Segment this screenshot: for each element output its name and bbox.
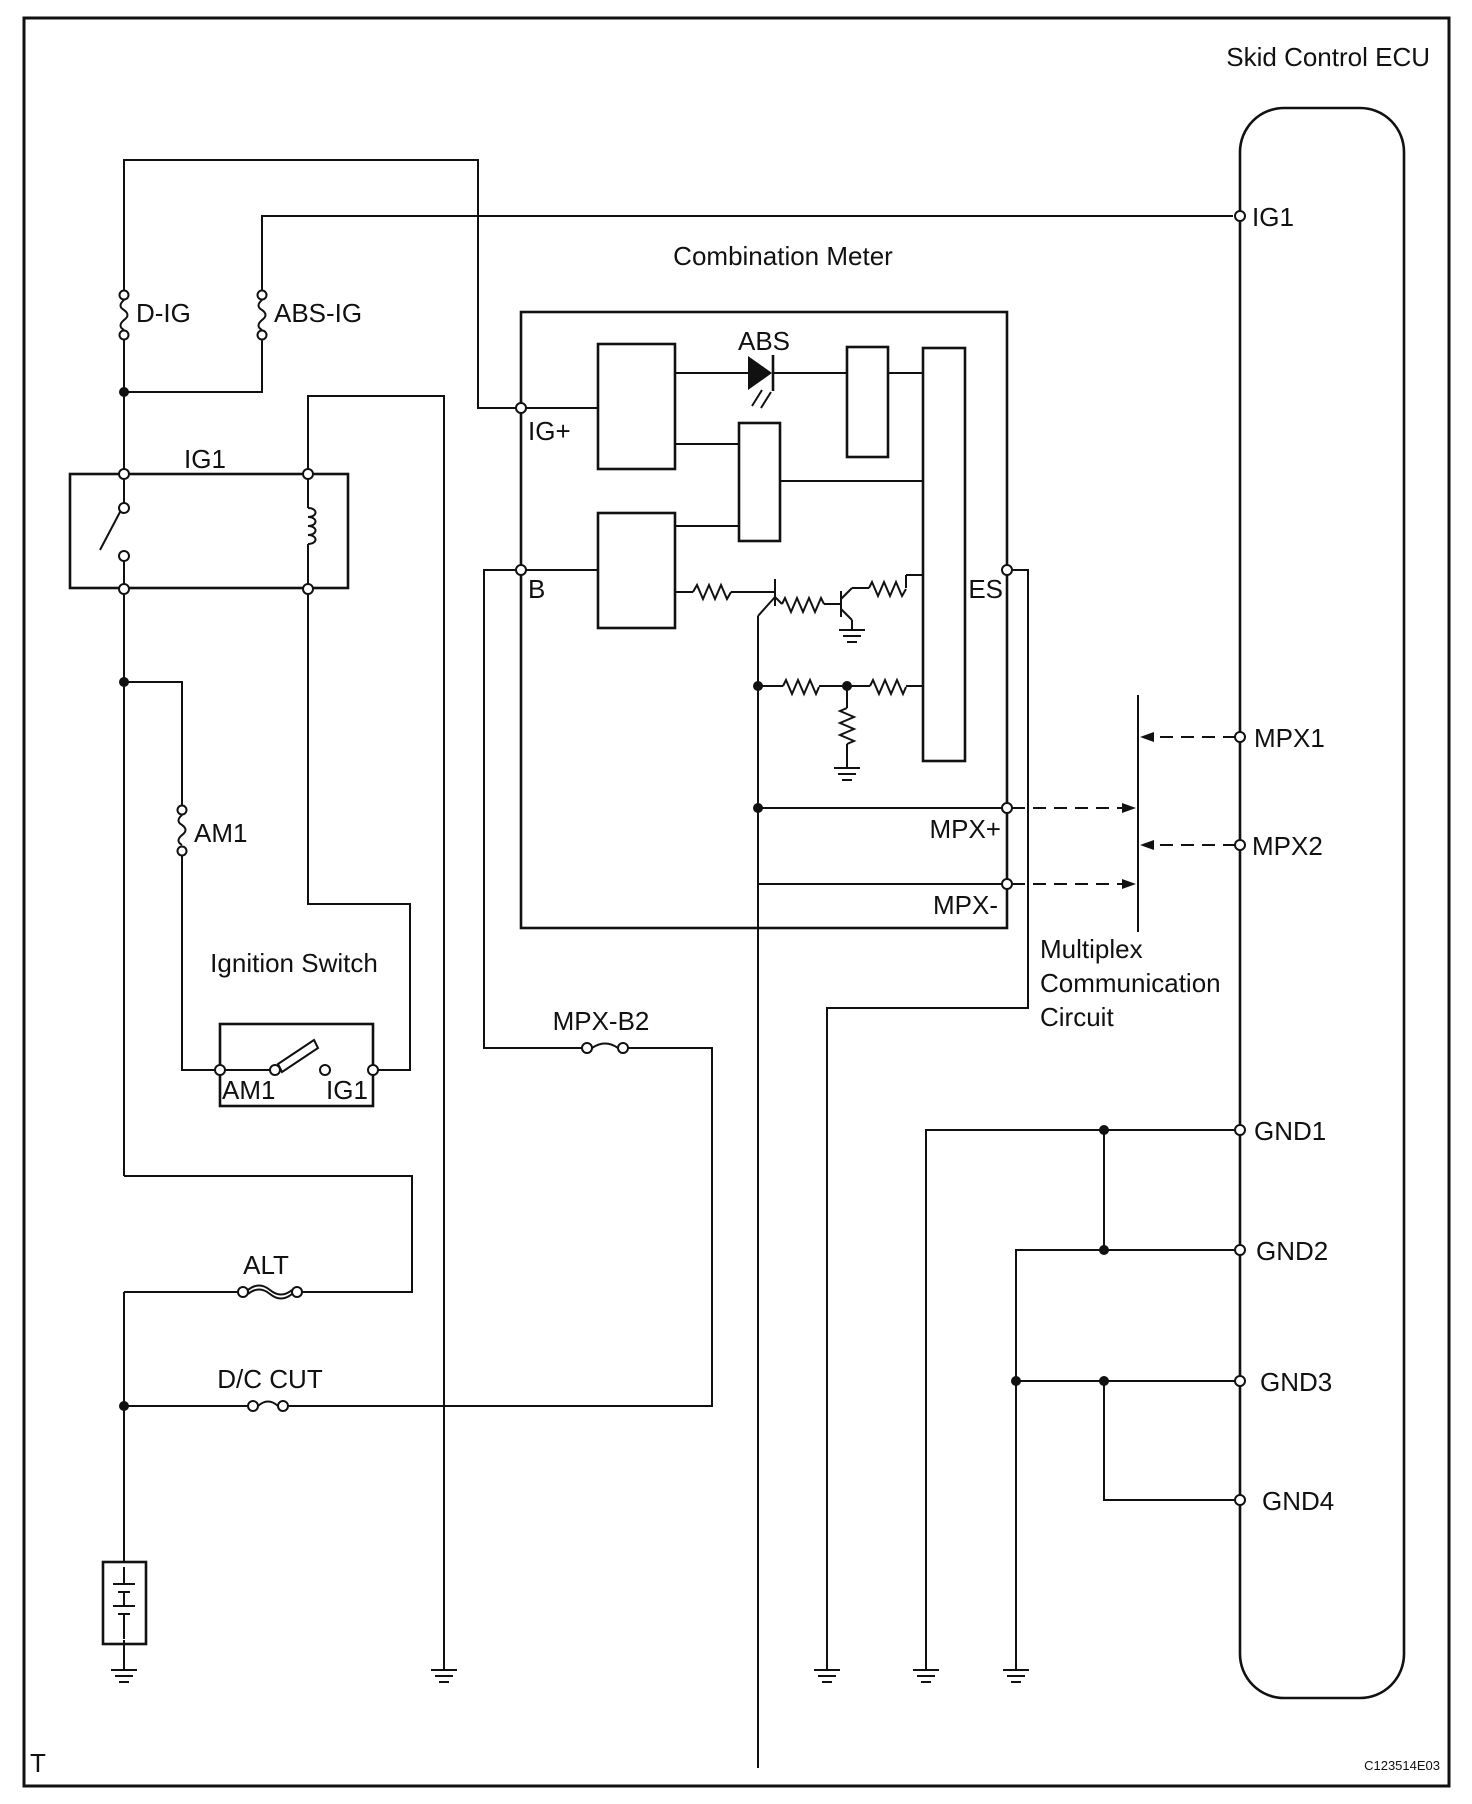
junction-dot xyxy=(119,677,129,687)
power-feed-wires xyxy=(123,159,1233,1660)
combination-meter xyxy=(519,310,1009,930)
dc-cut-label: D/C CUT xyxy=(217,1364,323,1394)
ecu-pin-ig1-label: IG1 xyxy=(1252,202,1294,232)
ig1-relay xyxy=(68,468,350,595)
ecu-pin-ig1 xyxy=(1234,210,1246,222)
meter-internal-circuit xyxy=(526,342,1002,1768)
battery xyxy=(101,1292,148,1660)
ecu-title: Skid Control ECU xyxy=(1226,42,1430,72)
am1-circuit-wires xyxy=(123,594,413,1293)
combination-meter-title: Combination Meter xyxy=(673,241,893,271)
ground-symbol xyxy=(110,1639,138,1683)
ecu-pin-mpx1-label: MPX1 xyxy=(1254,723,1325,753)
es-terminal xyxy=(1001,564,1013,576)
ig-plus-label: IG+ xyxy=(528,416,571,446)
ground-wires xyxy=(925,1129,1236,1640)
mpx-minus-label: MPX- xyxy=(933,890,998,920)
ecu-pin-gnd1 xyxy=(1234,1124,1246,1136)
ecu-pin-gnd3 xyxy=(1234,1375,1246,1387)
junction-dot xyxy=(842,681,852,691)
outer-frame xyxy=(22,16,1451,1788)
corner-mark: T xyxy=(30,1748,46,1778)
diagram-code: C123514E03 xyxy=(1364,1758,1440,1773)
ground-symbol xyxy=(912,1639,940,1683)
ecu-pin-mpx2 xyxy=(1234,839,1246,851)
es-label: ES xyxy=(968,574,1003,604)
mpx-plus-terminal xyxy=(1001,802,1013,814)
mpx-b2-label: MPX-B2 xyxy=(553,1006,650,1036)
am1-fuse xyxy=(176,804,188,857)
d-ig-fuse xyxy=(118,289,130,341)
ecu-pin-mpx2-label: MPX2 xyxy=(1252,831,1323,861)
es-wire xyxy=(826,569,1029,1640)
alt-label: ALT xyxy=(243,1250,289,1280)
relay-title: IG1 xyxy=(184,444,226,474)
ig-plus-terminal xyxy=(515,402,527,414)
multiplex-line2: Communication xyxy=(1040,968,1221,998)
ground-symbol xyxy=(813,1639,841,1683)
multiplex-line3: Circuit xyxy=(1040,1002,1114,1032)
junction-dot xyxy=(119,387,129,397)
b-terminal xyxy=(515,564,527,576)
ecu-pin-gnd4-label: GND4 xyxy=(1262,1486,1334,1516)
ecu-pin-mpx1 xyxy=(1234,731,1246,743)
junction-dot xyxy=(1011,1376,1021,1386)
ignition-ig1-label: IG1 xyxy=(326,1075,368,1105)
junction-dot xyxy=(1099,1125,1109,1135)
d-ig-label: D-IG xyxy=(136,298,191,328)
ignition-switch-title: Ignition Switch xyxy=(210,948,378,978)
multiplex-line1: Multiplex xyxy=(1040,934,1143,964)
am1-fuse-label: AM1 xyxy=(194,818,247,848)
ecu-pin-gnd2-label: GND2 xyxy=(1256,1236,1328,1266)
junction-dot xyxy=(1099,1245,1109,1255)
mpx-b2-fuse xyxy=(483,569,629,1054)
ecu-pin-gnd2 xyxy=(1234,1244,1246,1256)
junction-dot xyxy=(1099,1376,1109,1386)
mpx-plus-label: MPX+ xyxy=(929,814,1001,844)
ecu-pin-gnd1-label: GND1 xyxy=(1254,1116,1326,1146)
ground-symbol xyxy=(1002,1639,1030,1683)
abs-label: ABS xyxy=(738,326,790,356)
junction-dot xyxy=(753,803,763,813)
multiplex-communication-circuit xyxy=(1012,695,1236,932)
mpx-minus-terminal xyxy=(1001,878,1013,890)
ground-symbol xyxy=(430,1639,458,1683)
junction-dot xyxy=(753,681,763,691)
ignition-am1-label: AM1 xyxy=(222,1075,275,1105)
ecu-pin-gnd3-label: GND3 xyxy=(1260,1367,1332,1397)
abs-ig-fuse xyxy=(256,289,268,341)
dc-cut-fuse xyxy=(124,1047,713,1412)
abs-ig-label: ABS-IG xyxy=(274,298,362,328)
alt-fuse xyxy=(124,1284,303,1300)
ignition-switch xyxy=(214,1022,379,1108)
ecu-pin-gnd4 xyxy=(1234,1494,1246,1506)
skid-control-ecu xyxy=(1238,106,1406,1700)
b-label: B xyxy=(528,574,545,604)
